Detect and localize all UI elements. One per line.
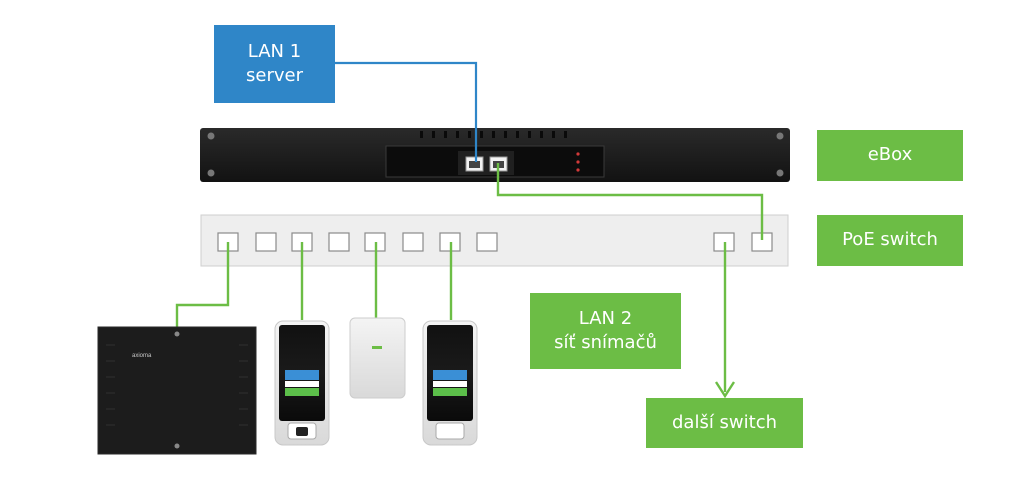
cable-lan1-blue (335, 61, 478, 162)
poe-switch-label: PoE switch (817, 215, 963, 266)
lan2-title: LAN 2 (578, 307, 633, 329)
ebox-rack-unit (200, 128, 790, 182)
lan2-subtitle: síť snímačů (554, 332, 657, 353)
cable-green (175, 163, 764, 399)
wall-reader (349, 317, 406, 399)
controller-device: axioma (97, 326, 257, 455)
ebox-label: eBox (817, 130, 963, 181)
ebox-label-text: eBox (867, 144, 913, 166)
controller-brand-logo: axioma (132, 353, 152, 359)
terminal-reader-2 (422, 320, 478, 446)
next-switch-label: další switch (646, 398, 803, 448)
next-switch-label-text: další switch (671, 411, 778, 433)
lan1-server-label: LAN 1 server (214, 25, 335, 103)
poe-switch-label-text: PoE switch (842, 229, 938, 251)
lan1-title: LAN 1 (247, 40, 302, 62)
terminal-reader-1 (274, 320, 330, 446)
poe-switch-device (200, 214, 789, 267)
lan1-subtitle: server (246, 65, 303, 86)
lan2-reader-network-label: LAN 2 síť snímačů (530, 293, 681, 369)
